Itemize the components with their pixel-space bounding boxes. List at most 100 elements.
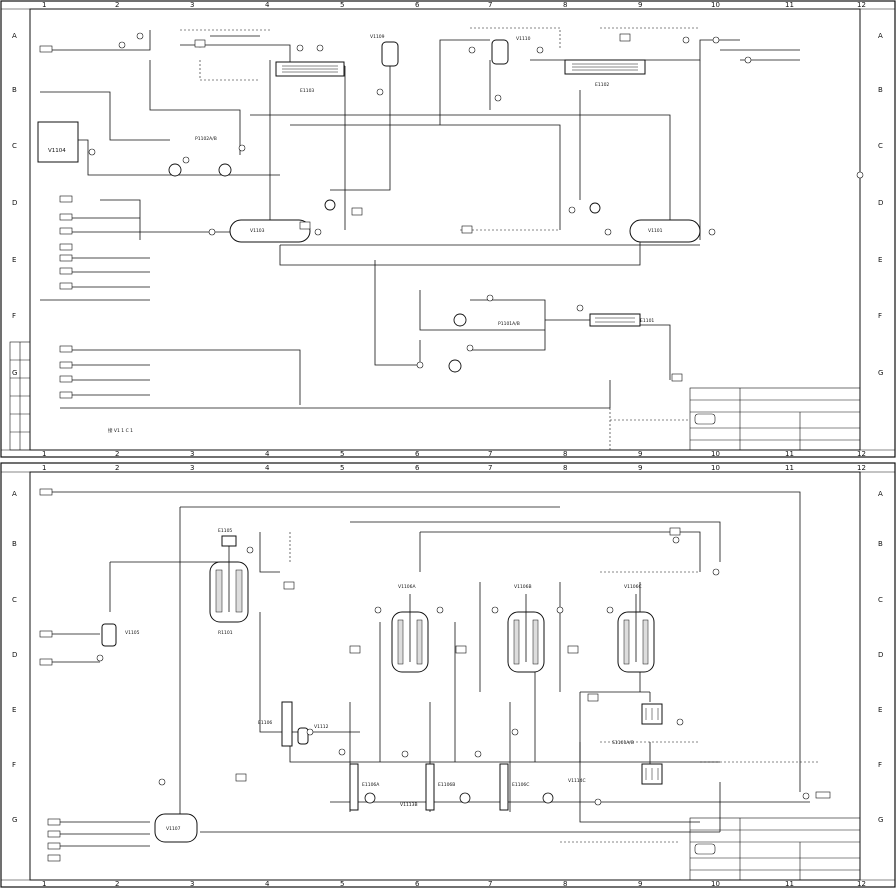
e1106c-label: E1106C [512, 782, 529, 788]
tank-v1104: V1104 [37, 121, 79, 163]
vessel-v1107: V1107 [154, 813, 198, 843]
v1114c-label: V1114C [568, 778, 586, 784]
signal-lines-2 [289, 532, 820, 843]
row-c-right: C [878, 142, 883, 150]
exchanger-e1106b: E1106B [425, 763, 455, 811]
col2-8: 8 [563, 464, 567, 472]
vessel-v1106c: V1106C [617, 584, 655, 673]
col-1: 1 [42, 1, 46, 9]
drawing-sheet-1: 1 2 3 4 5 6 7 8 9 10 11 12 1 2 3 4 5 6 7… [0, 0, 896, 458]
row2-f: F [12, 761, 16, 769]
vessel-v1101: V1101 [629, 219, 701, 243]
col-5: 5 [340, 1, 344, 9]
col-9: 9 [638, 1, 642, 9]
v1113b-label: V1113B [400, 802, 418, 808]
row-g-right: G [878, 369, 883, 377]
drawing-sheet-2: 1 2 3 4 5 6 7 8 9 10 11 12 1 2 3 4 5 6 7… [0, 462, 896, 888]
row2-a-right: A [878, 490, 883, 498]
col2-2: 2 [115, 464, 119, 472]
col2-3: 3 [190, 464, 194, 472]
col-2-bottom: 2 [115, 450, 119, 458]
exchanger-e1101: E1101 [589, 313, 654, 327]
row2-c-right: C [878, 596, 883, 604]
revision-block [9, 341, 31, 451]
vessel-v1105: V1105 [101, 623, 140, 647]
p1102-label: P1102A/B [195, 136, 217, 142]
v1101-label: V1101 [648, 228, 663, 234]
col-12: 12 [857, 1, 866, 9]
col-3-bottom: 3 [190, 450, 194, 458]
col2-6: 6 [415, 464, 420, 472]
row-markers-2: A B C D E F G A B C D E F G [12, 490, 883, 824]
col2-10: 10 [711, 464, 720, 472]
col-2: 2 [115, 1, 119, 9]
col2-4-bottom: 4 [265, 880, 270, 888]
col-9-bottom: 9 [638, 450, 642, 458]
row2-a: A [12, 490, 17, 498]
filter-s1101: S1101A/B [612, 703, 663, 785]
row2-d: D [12, 651, 17, 659]
vessel-v1103: V1103 [229, 219, 311, 243]
row-b-right: B [878, 86, 883, 94]
offpage-tags-1 [39, 45, 73, 399]
row-d-right: D [878, 199, 883, 207]
row-f: F [12, 312, 16, 320]
row-g: G [12, 369, 17, 377]
v1109-label: V1109 [370, 34, 385, 40]
offpage-tags-2 [39, 488, 831, 862]
col-6: 6 [415, 1, 420, 9]
instruments-1 [88, 32, 864, 382]
col2-8-bottom: 8 [563, 880, 567, 888]
col-8: 8 [563, 1, 567, 9]
col2-2-bottom: 2 [115, 880, 119, 888]
col-10-bottom: 10 [711, 450, 720, 458]
col-4: 4 [265, 1, 270, 9]
reactor-r1101: E1105 R1101 [209, 528, 249, 636]
s1101-label: S1101A/B [612, 740, 634, 746]
row2-f-right: F [878, 761, 882, 769]
col-3: 3 [190, 1, 194, 9]
col2-6-bottom: 6 [415, 880, 420, 888]
col-4-bottom: 4 [265, 450, 270, 458]
col-11-bottom: 11 [785, 450, 794, 458]
row-e: E [12, 256, 16, 264]
row2-b: B [12, 540, 17, 548]
e1106-label: E1106 [258, 720, 272, 726]
row-c: C [12, 142, 17, 150]
instruments-2 [96, 527, 810, 806]
vessel-v1110: V1110 [491, 36, 531, 65]
v1103-label: V1103 [250, 228, 265, 234]
col-7: 7 [488, 1, 492, 9]
process-lines-1 [40, 30, 800, 409]
col2-10-bottom: 10 [711, 880, 720, 888]
column-markers-2: 1 2 3 4 5 6 7 8 9 10 11 12 1 2 3 4 5 6 7… [42, 464, 866, 888]
pid-drawing-2: 1 2 3 4 5 6 7 8 9 10 11 12 1 2 3 4 5 6 7… [0, 462, 896, 888]
col2-11: 11 [785, 464, 794, 472]
pump-p1101: P1101A/B [448, 313, 520, 373]
col2-3-bottom: 3 [190, 880, 194, 888]
vessel-v1109: V1109 [370, 34, 399, 67]
note-bottom-1: 接 V1 1 C 1 [108, 427, 133, 434]
vessel-v1106a: V1106A [391, 584, 429, 673]
col-1-bottom: 1 [42, 450, 46, 458]
v1106c-label: V1106C [624, 584, 642, 590]
e1106b-label: E1106B [438, 782, 455, 788]
row2-c: C [12, 596, 17, 604]
pid-drawing-1: 1 2 3 4 5 6 7 8 9 10 11 12 1 2 3 4 5 6 7… [0, 0, 896, 458]
v1105-label: V1105 [125, 630, 140, 636]
e1105-label: E1105 [218, 528, 232, 534]
exchanger-e1103: E1103 [275, 61, 345, 94]
exchanger-e1106: E1106 [258, 701, 293, 747]
column-markers: 1 2 3 4 5 6 7 8 9 10 11 12 1 2 3 4 5 6 7… [42, 1, 866, 458]
title-block-1 [689, 387, 861, 451]
col2-7-bottom: 7 [488, 880, 492, 888]
e1106a-label: E1106A [362, 782, 380, 788]
v1106b-label: V1106B [514, 584, 532, 590]
v1112-label: V1112 [314, 724, 329, 730]
row-b: B [12, 86, 17, 94]
col-7-bottom: 7 [488, 450, 492, 458]
col2-7: 7 [488, 464, 492, 472]
col2-1-bottom: 1 [42, 880, 46, 888]
row-d: D [12, 199, 17, 207]
col2-5: 5 [340, 464, 344, 472]
